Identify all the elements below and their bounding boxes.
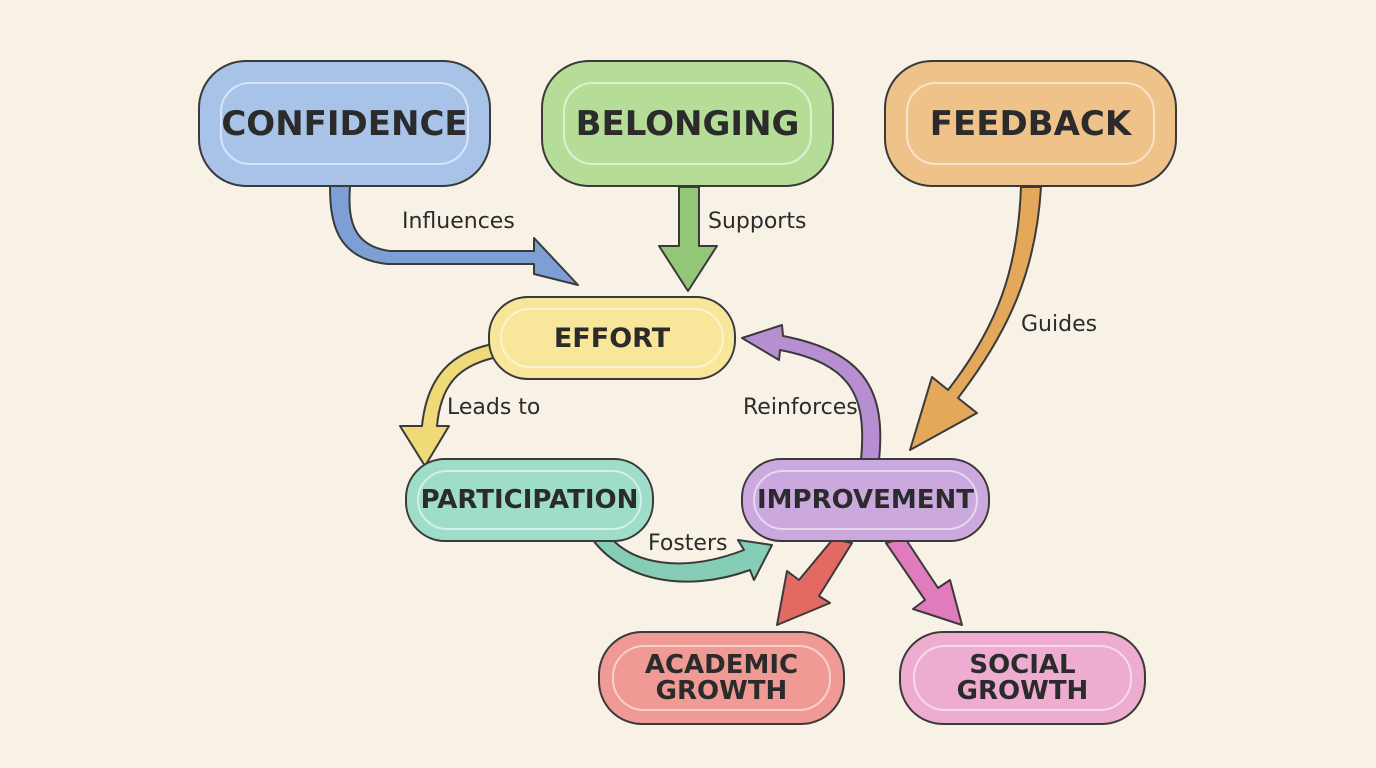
arrow-belonging-to-effort xyxy=(658,186,718,292)
node-confidence-label: CONFIDENCE xyxy=(221,103,468,144)
node-academic-growth-label: ACADEMIC GROWTH xyxy=(644,650,799,706)
edge-label-fosters: Fosters xyxy=(648,531,728,556)
node-social-growth-label: SOCIAL GROWTH xyxy=(956,650,1089,706)
arrow-improvement-to-academic xyxy=(776,538,853,626)
node-improvement-label: IMPROVEMENT xyxy=(756,485,975,515)
arrow-participation-to-improvement xyxy=(589,531,773,583)
node-improvement: IMPROVEMENT xyxy=(741,458,990,542)
arrow-feedback-to-improvement xyxy=(909,186,1042,451)
edge-label-reinforces: Reinforces xyxy=(743,395,858,420)
edge-label-supports: Supports xyxy=(708,209,807,234)
node-effort: EFFORT xyxy=(488,296,736,380)
node-participation-label: PARTICIPATION xyxy=(420,485,639,515)
node-belonging-label: BELONGING xyxy=(575,103,800,144)
node-participation: PARTICIPATION xyxy=(405,458,654,542)
edge-label-guides: Guides xyxy=(1021,312,1098,337)
node-belonging: BELONGING xyxy=(541,60,834,187)
arrow-improvement-to-social xyxy=(885,537,963,626)
edge-label-leads-to: Leads to xyxy=(447,395,541,420)
node-academic-growth: ACADEMIC GROWTH xyxy=(598,631,845,725)
edge-label-influences: Influences xyxy=(402,209,515,234)
node-confidence: CONFIDENCE xyxy=(198,60,491,187)
arrow-confidence-to-effort xyxy=(329,185,579,286)
arrow-improvement-to-effort xyxy=(741,324,882,461)
node-effort-label: EFFORT xyxy=(553,322,671,354)
node-feedback-label: FEEDBACK xyxy=(929,103,1132,144)
node-feedback: FEEDBACK xyxy=(884,60,1177,187)
node-social-growth: SOCIAL GROWTH xyxy=(899,631,1146,725)
